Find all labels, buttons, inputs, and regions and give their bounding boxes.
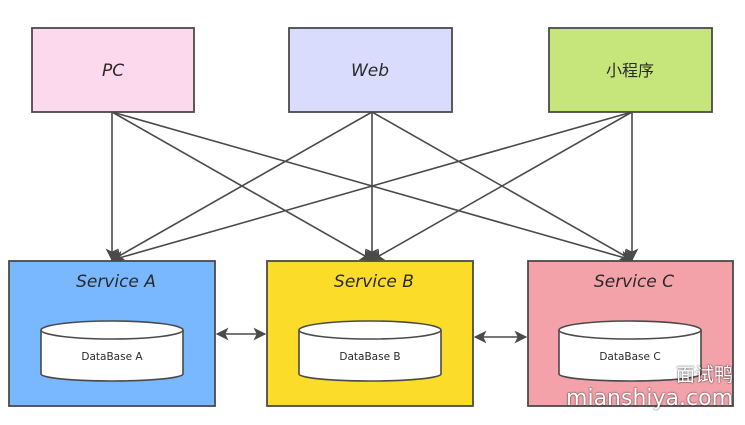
database-b: DataBase B [298, 320, 442, 382]
watermark-url: mianshiya.com [566, 386, 733, 411]
service-box-a: Service A DataBase A [8, 260, 216, 407]
database-c: DataBase C [558, 320, 702, 382]
client-box-web: Web [288, 27, 453, 113]
service-label-c: Service C [594, 272, 674, 292]
database-label-c: DataBase C [599, 351, 660, 363]
client-label-web: Web [351, 61, 389, 81]
client-label-mini-program: 小程序 [606, 61, 654, 80]
service-box-c: Service C DataBase C [527, 260, 734, 407]
connector-mini-service-b [370, 111, 633, 261]
connector-web-service-a [110, 111, 373, 261]
service-box-b: Service B DataBase B [266, 260, 474, 407]
connector-mini-service-a [110, 111, 633, 264]
database-label-b: DataBase B [339, 351, 400, 363]
service-label-a: Service A [76, 272, 156, 292]
client-box-mini-program: 小程序 [548, 27, 713, 113]
database-label-a: DataBase A [81, 351, 143, 363]
client-label-pc: PC [102, 61, 124, 81]
service-label-b: Service B [334, 272, 414, 292]
client-service-connectors [105, 111, 639, 264]
database-a: DataBase A [40, 320, 184, 382]
client-box-pc: PC [31, 27, 195, 113]
watermark-cn: 面试鸭 [675, 364, 733, 386]
